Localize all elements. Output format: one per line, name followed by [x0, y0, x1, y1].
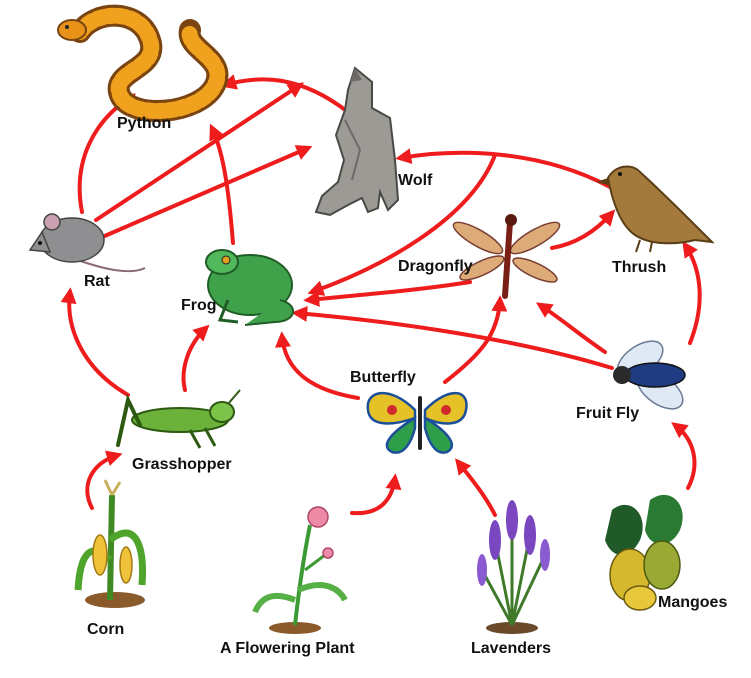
label-lavenders: Lavenders	[471, 640, 552, 657]
arrow-dragonfly-to-thrush	[550, 209, 616, 250]
flowering-plant-illustration	[252, 506, 348, 634]
arrow-fruitfly-to-thrush	[682, 241, 702, 345]
dragonfly-illustration	[452, 214, 561, 299]
rat-illustration	[28, 213, 146, 273]
python-illustration	[57, 4, 229, 122]
arrow-butterfly-to-frog	[275, 331, 360, 400]
arrow-rat-to-wolf	[94, 82, 305, 222]
arrow-grasshopper-to-frog	[181, 324, 210, 392]
mangoes-illustration	[605, 494, 683, 611]
label-fruit-fly: Fruit Fly	[576, 405, 640, 422]
label-thrush: Thrush	[612, 259, 667, 276]
thrush-illustration	[596, 165, 715, 253]
wolf-illustration	[314, 66, 400, 217]
arrow-fruitfly-to-dragonfly	[535, 302, 607, 354]
label-rat: Rat	[84, 273, 110, 290]
label-frog: Frog	[181, 297, 217, 314]
frog-illustration	[205, 249, 294, 326]
label-mangoes: Mangoes	[658, 594, 728, 611]
corn-illustration	[74, 479, 147, 608]
arrow-rat-to-wolf-lower	[98, 145, 313, 240]
butterfly-illustration	[366, 391, 468, 454]
grasshopper-illustration	[116, 389, 241, 449]
arrow-dragonfly-to-frog	[303, 280, 472, 307]
lavenders-illustration	[477, 500, 550, 634]
arrow-wolf-to-python	[220, 74, 350, 114]
label-flowering-plant: A Flowering Plant	[220, 640, 355, 657]
arrow-flowering-plant-to-butterfly	[350, 473, 402, 516]
label-dragonfly: Dragonfly	[398, 258, 473, 275]
arrow-fruitfly-to-frog	[291, 305, 614, 370]
label-corn: Corn	[87, 621, 125, 638]
arrow-corn-to-grasshopper	[85, 450, 123, 510]
label-butterfly: Butterfly	[350, 369, 416, 386]
arrow-grasshopper-to-rat	[60, 287, 130, 397]
arrow-wolf-to-frog	[307, 153, 497, 296]
label-wolf: Wolf	[398, 172, 433, 189]
fruit-fly-illustration	[613, 340, 686, 410]
label-python: Python	[117, 115, 172, 132]
arrow-mangoes-to-fruitfly	[671, 422, 697, 490]
arrow-butterfly-to-dragonfly	[443, 295, 508, 384]
arrow-lavenders-to-butterfly	[455, 458, 497, 517]
arrow-frog-to-python	[209, 123, 235, 245]
label-grasshopper: Grasshopper	[132, 456, 232, 473]
arrow-thrush-to-wolf	[395, 148, 612, 189]
